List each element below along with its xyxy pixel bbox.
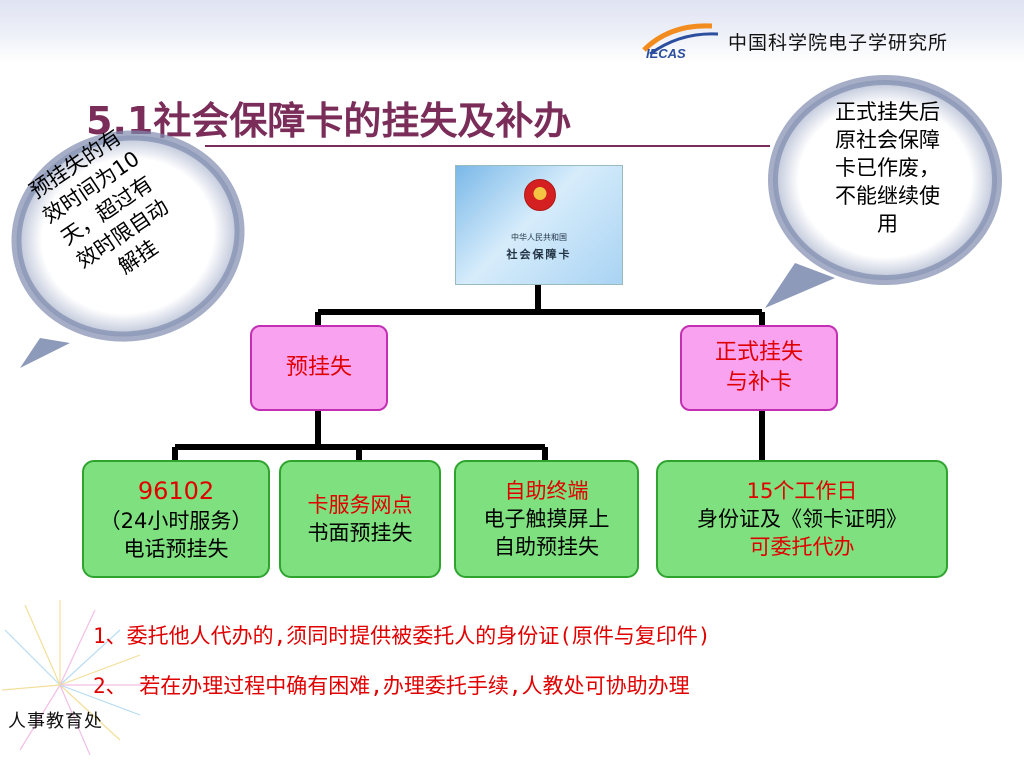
card-line1: 中华人民共和国: [511, 233, 567, 242]
formal-loss-box: 正式挂失 与补卡: [680, 325, 838, 411]
hotline-service-hours: （24小时服务）: [99, 509, 253, 533]
right-bubble-line: 用: [877, 212, 898, 236]
kiosk-location: 电子触摸屏上: [483, 507, 610, 531]
pre-loss-label: 预挂失: [285, 355, 352, 380]
right-bubble-line: 卡已作废，: [835, 156, 940, 180]
title-underline: [205, 145, 770, 147]
right-bubble-text: 正式挂失后 原社会保障 卡已作废， 不能继续使 用: [800, 98, 975, 238]
reissue-box: 15个工作日 身份证及《领卡证明》 可委托代办: [656, 460, 948, 578]
service-outlet-description: 书面预挂失: [307, 521, 413, 545]
right-speech-bubble: [765, 75, 1002, 308]
social-security-card-image: 中华人民共和国 社会保障卡: [455, 165, 623, 285]
note-2: 2、 若在办理过程中确有困难,办理委托手续,人教处可协助办理: [93, 674, 690, 698]
reissue-proxy: 可委托代办: [749, 535, 855, 559]
firework-decoration: [1, 600, 150, 756]
header-bar: [0, 0, 1024, 62]
right-bubble-line: 不能继续使: [835, 184, 940, 208]
reissue-documents: 身份证及《领卡证明》: [697, 507, 907, 531]
hotline-number: 96102: [137, 477, 215, 505]
left-speech-bubble: [11, 130, 245, 368]
hotline-box: 96102 （24小时服务） 电话预挂失: [82, 460, 270, 578]
national-emblem-icon: [524, 179, 556, 211]
kiosk-title: 自助终端: [504, 479, 589, 503]
iecas-logo: IECAS: [642, 23, 719, 61]
formal-loss-line2: 与补卡: [725, 370, 792, 395]
formal-loss-line1: 正式挂失: [714, 340, 803, 365]
self-service-kiosk-box: 自助终端 电子触摸屏上 自助预挂失: [454, 460, 639, 578]
logo-text: IECAS: [646, 46, 686, 61]
service-outlet-box: 卡服务网点 书面预挂失: [279, 460, 441, 578]
reissue-duration: 15个工作日: [746, 479, 858, 503]
pre-loss-box: 预挂失: [250, 325, 388, 411]
card-line2: 社会保障卡: [506, 248, 572, 261]
right-bubble-line: 原社会保障: [835, 128, 940, 152]
hotline-description: 电话预挂失: [123, 537, 229, 561]
right-bubble-line: 正式挂失后: [835, 100, 940, 124]
institute-name: 中国科学院电子学研究所: [728, 32, 949, 54]
kiosk-description: 自助预挂失: [494, 535, 599, 559]
footer-department: 人事教育处: [8, 711, 103, 732]
service-outlet-title: 卡服务网点: [307, 493, 413, 517]
note-1: 1、委托他人代办的,须同时提供被委托人的身份证(原件与复印件): [93, 624, 711, 648]
